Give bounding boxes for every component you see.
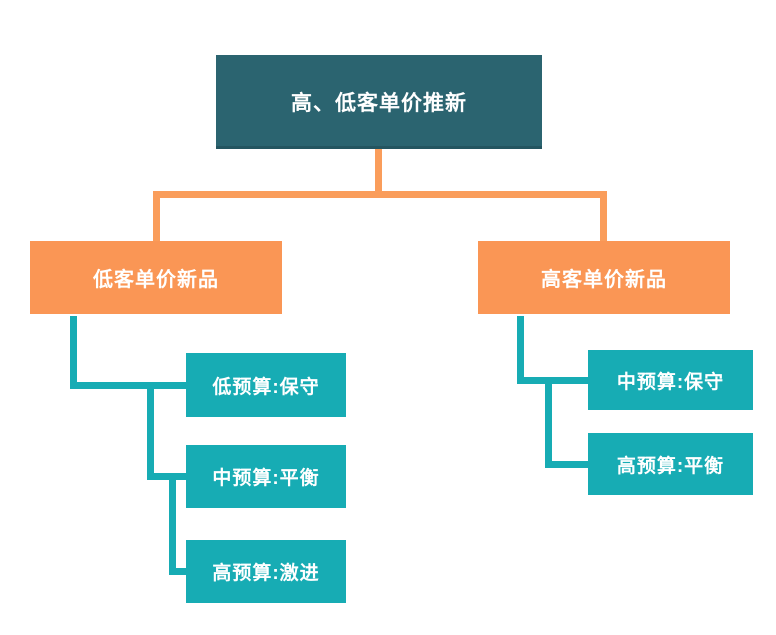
- branch-node-label: 高客单价新品: [541, 269, 667, 291]
- connector-root-drop-right: [600, 191, 607, 241]
- connector-right-branch-vertical-1: [517, 316, 524, 384]
- connector-left-branch-vertical-3: [169, 473, 176, 575]
- leaf-node-mid-budget-conservative: 中预算:保守: [588, 350, 753, 410]
- branch-node-low-unit-price: 低客单价新品: [30, 241, 282, 314]
- leaf-node-label: 高预算:激进: [212, 563, 320, 584]
- leaf-node-label: 中预算:保守: [616, 371, 725, 393]
- leaf-node-label: 高预算:平衡: [616, 455, 725, 477]
- branch-node-label: 低客单价新品: [93, 269, 219, 291]
- connector-root-stub: [375, 149, 382, 196]
- connector-left-branch-horizontal-3: [169, 568, 186, 575]
- connector-root-drop-left: [153, 191, 160, 241]
- leaf-node-mid-budget-balanced: 中预算:平衡: [186, 445, 346, 508]
- leaf-node-label: 低预算:保守: [212, 376, 320, 398]
- connector-right-branch-vertical-2: [545, 377, 552, 468]
- leaf-node-label: 中预算:平衡: [212, 468, 320, 489]
- connector-left-branch-horizontal-2: [147, 473, 186, 480]
- connector-left-branch-vertical-2: [147, 382, 154, 480]
- connector-left-branch-horizontal-1: [70, 382, 186, 389]
- root-node-label: 高、低客单价推新: [291, 92, 467, 115]
- leaf-node-high-budget-aggressive: 高预算:激进: [186, 540, 346, 603]
- root-node: 高、低客单价推新: [216, 55, 542, 149]
- connector-left-branch-vertical-1: [70, 316, 77, 389]
- leaf-node-low-budget-conservative: 低预算:保守: [186, 353, 346, 417]
- connector-root-horizontal: [153, 191, 607, 198]
- leaf-node-high-budget-balanced: 高预算:平衡: [588, 433, 753, 495]
- connector-right-branch-horizontal-1: [517, 377, 588, 384]
- branch-node-high-unit-price: 高客单价新品: [478, 241, 730, 314]
- connector-right-branch-horizontal-2: [545, 461, 588, 468]
